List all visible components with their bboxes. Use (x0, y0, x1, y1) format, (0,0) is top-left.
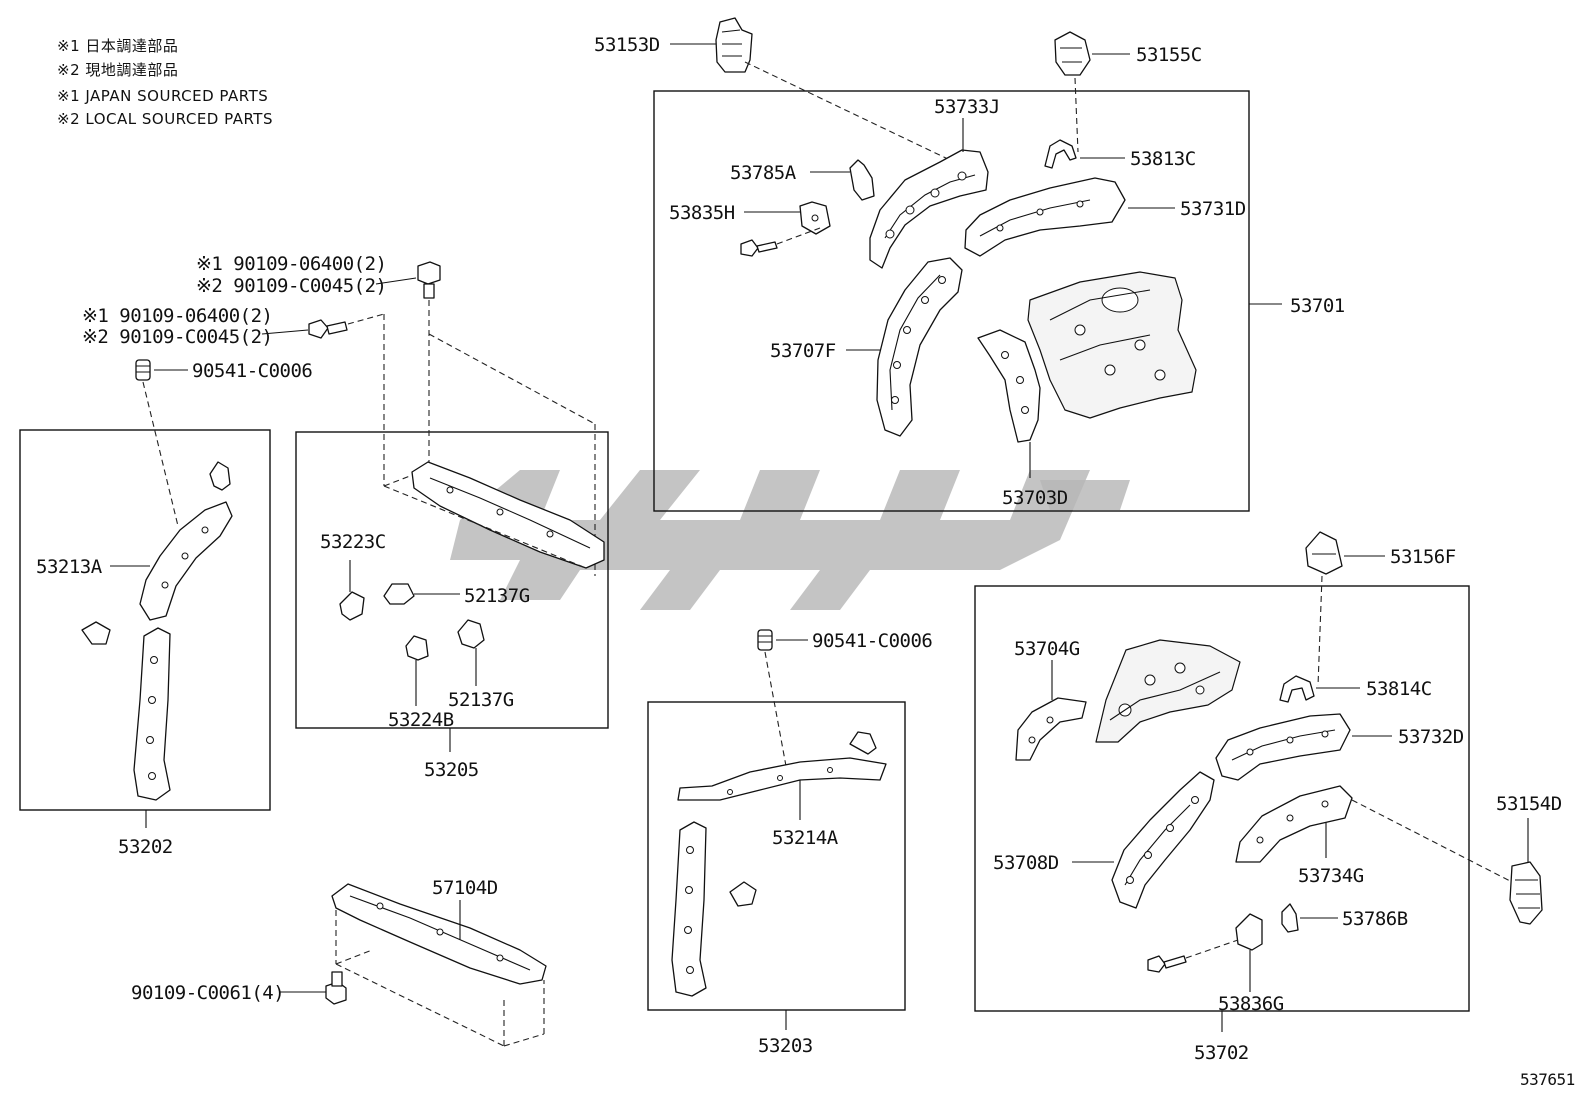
part-53156F (1305, 531, 1343, 575)
part-53224B (405, 635, 429, 661)
label-53835H: 53835H (669, 202, 735, 224)
label-53213A: 53213A (36, 556, 103, 578)
label-53786B: 53786B (1342, 908, 1408, 930)
label-52137G-a: 52137G (464, 585, 530, 607)
part-apron-left (1095, 639, 1241, 743)
part-53733J (869, 149, 989, 269)
part-53155C (1054, 31, 1091, 76)
part-rail-53203 (671, 821, 707, 997)
part-53153D (715, 17, 753, 73)
label-53224B: 53224B (388, 709, 454, 731)
label-90541-left: 90541-C0006 (192, 360, 312, 382)
box-53205 (295, 431, 609, 729)
label-52137G-b: 52137G (448, 689, 514, 711)
box-53203 (647, 701, 906, 1011)
label-53703D: 53703D (1002, 487, 1068, 509)
ref-number: 537651 (1520, 1070, 1575, 1089)
legend-line-3: ※1 JAPAN SOURCED PARTS (57, 87, 268, 105)
label-53202: 53202 (118, 836, 173, 858)
part-53704G (1015, 697, 1087, 761)
bolt-icon (1147, 955, 1187, 973)
label-53155C: 53155C (1136, 44, 1202, 66)
legend: ※1 日本調達部品 ※2 現地調達部品 ※1 JAPAN SOURCED PAR… (57, 37, 273, 128)
label-53214A: 53214A (772, 827, 839, 849)
watermark-logo (450, 470, 1130, 610)
part-53223C (339, 591, 365, 621)
part-53734G (1235, 785, 1353, 863)
label-53223C: 53223C (320, 531, 386, 553)
label-53708D: 53708D (993, 852, 1059, 874)
label-53702: 53702 (1194, 1042, 1249, 1064)
part-rail-53202 (133, 627, 171, 801)
label-bolt-left-1: ※1 90109-06400(2) (82, 305, 272, 327)
label-53203: 53203 (758, 1035, 813, 1057)
part-53213A (139, 461, 233, 621)
box-53202 (19, 429, 271, 811)
bolt-icon (325, 971, 347, 1005)
label-bolt-top-2: ※2 90109-C0045(2) (196, 275, 386, 297)
part-bracket-53203 (729, 881, 757, 907)
part-53786B (1281, 903, 1299, 933)
label-53733J: 53733J (934, 96, 1000, 118)
label-53813C: 53813C (1130, 148, 1196, 170)
part-53708D (1111, 771, 1215, 909)
part-53785A (849, 159, 875, 201)
part-53732D (1215, 713, 1351, 781)
label-bolt-left-2: ※2 90109-C0045(2) (82, 326, 272, 348)
part-53813C (1044, 139, 1077, 169)
part-90541-left (135, 359, 151, 381)
label-53153D: 53153D (594, 34, 660, 56)
label-53836G: 53836G (1218, 993, 1284, 1015)
label-53154D: 53154D (1496, 793, 1562, 815)
bolt-icon (417, 261, 441, 299)
part-53731D (964, 177, 1126, 257)
part-bracket-small (81, 621, 111, 645)
label-57104D: 57104D (432, 877, 498, 899)
part-apron-right (1027, 271, 1197, 419)
label-53814C: 53814C (1366, 678, 1432, 700)
part-53214A (677, 731, 887, 801)
legend-line-1: ※1 日本調達部品 (57, 37, 178, 55)
label-53732D: 53732D (1398, 726, 1464, 748)
part-53835H (799, 201, 831, 235)
part-53707F (876, 257, 963, 437)
part-53703D (977, 329, 1041, 443)
label-53156F: 53156F (1390, 546, 1456, 568)
bolt-icon (740, 239, 778, 257)
legend-line-4: ※2 LOCAL SOURCED PARTS (57, 110, 273, 128)
label-53701: 53701 (1290, 295, 1345, 317)
label-53734G: 53734G (1298, 865, 1364, 887)
label-53707F: 53707F (770, 340, 836, 362)
box-53701 (653, 90, 1250, 512)
legend-line-2: ※2 現地調達部品 (57, 61, 178, 79)
part-52137G-b (457, 619, 485, 649)
label-53731D: 53731D (1180, 198, 1246, 220)
label-90541-mid: 90541-C0006 (812, 630, 932, 652)
label-53785A: 53785A (730, 162, 797, 184)
part-57104D (331, 883, 547, 985)
part-crossmember-53205 (411, 461, 605, 569)
label-53704G: 53704G (1014, 638, 1080, 660)
label-90109-C0061: 90109-C0061(4) (131, 982, 284, 1004)
label-53205: 53205 (424, 759, 479, 781)
label-bolt-top-1: ※1 90109-06400(2) (196, 253, 386, 275)
part-53836G (1235, 913, 1263, 951)
part-52137G-a (383, 583, 415, 605)
bolt-icon (308, 319, 348, 339)
part-90541-mid (757, 629, 773, 651)
part-53814C (1279, 675, 1315, 703)
part-53154D (1509, 861, 1543, 925)
